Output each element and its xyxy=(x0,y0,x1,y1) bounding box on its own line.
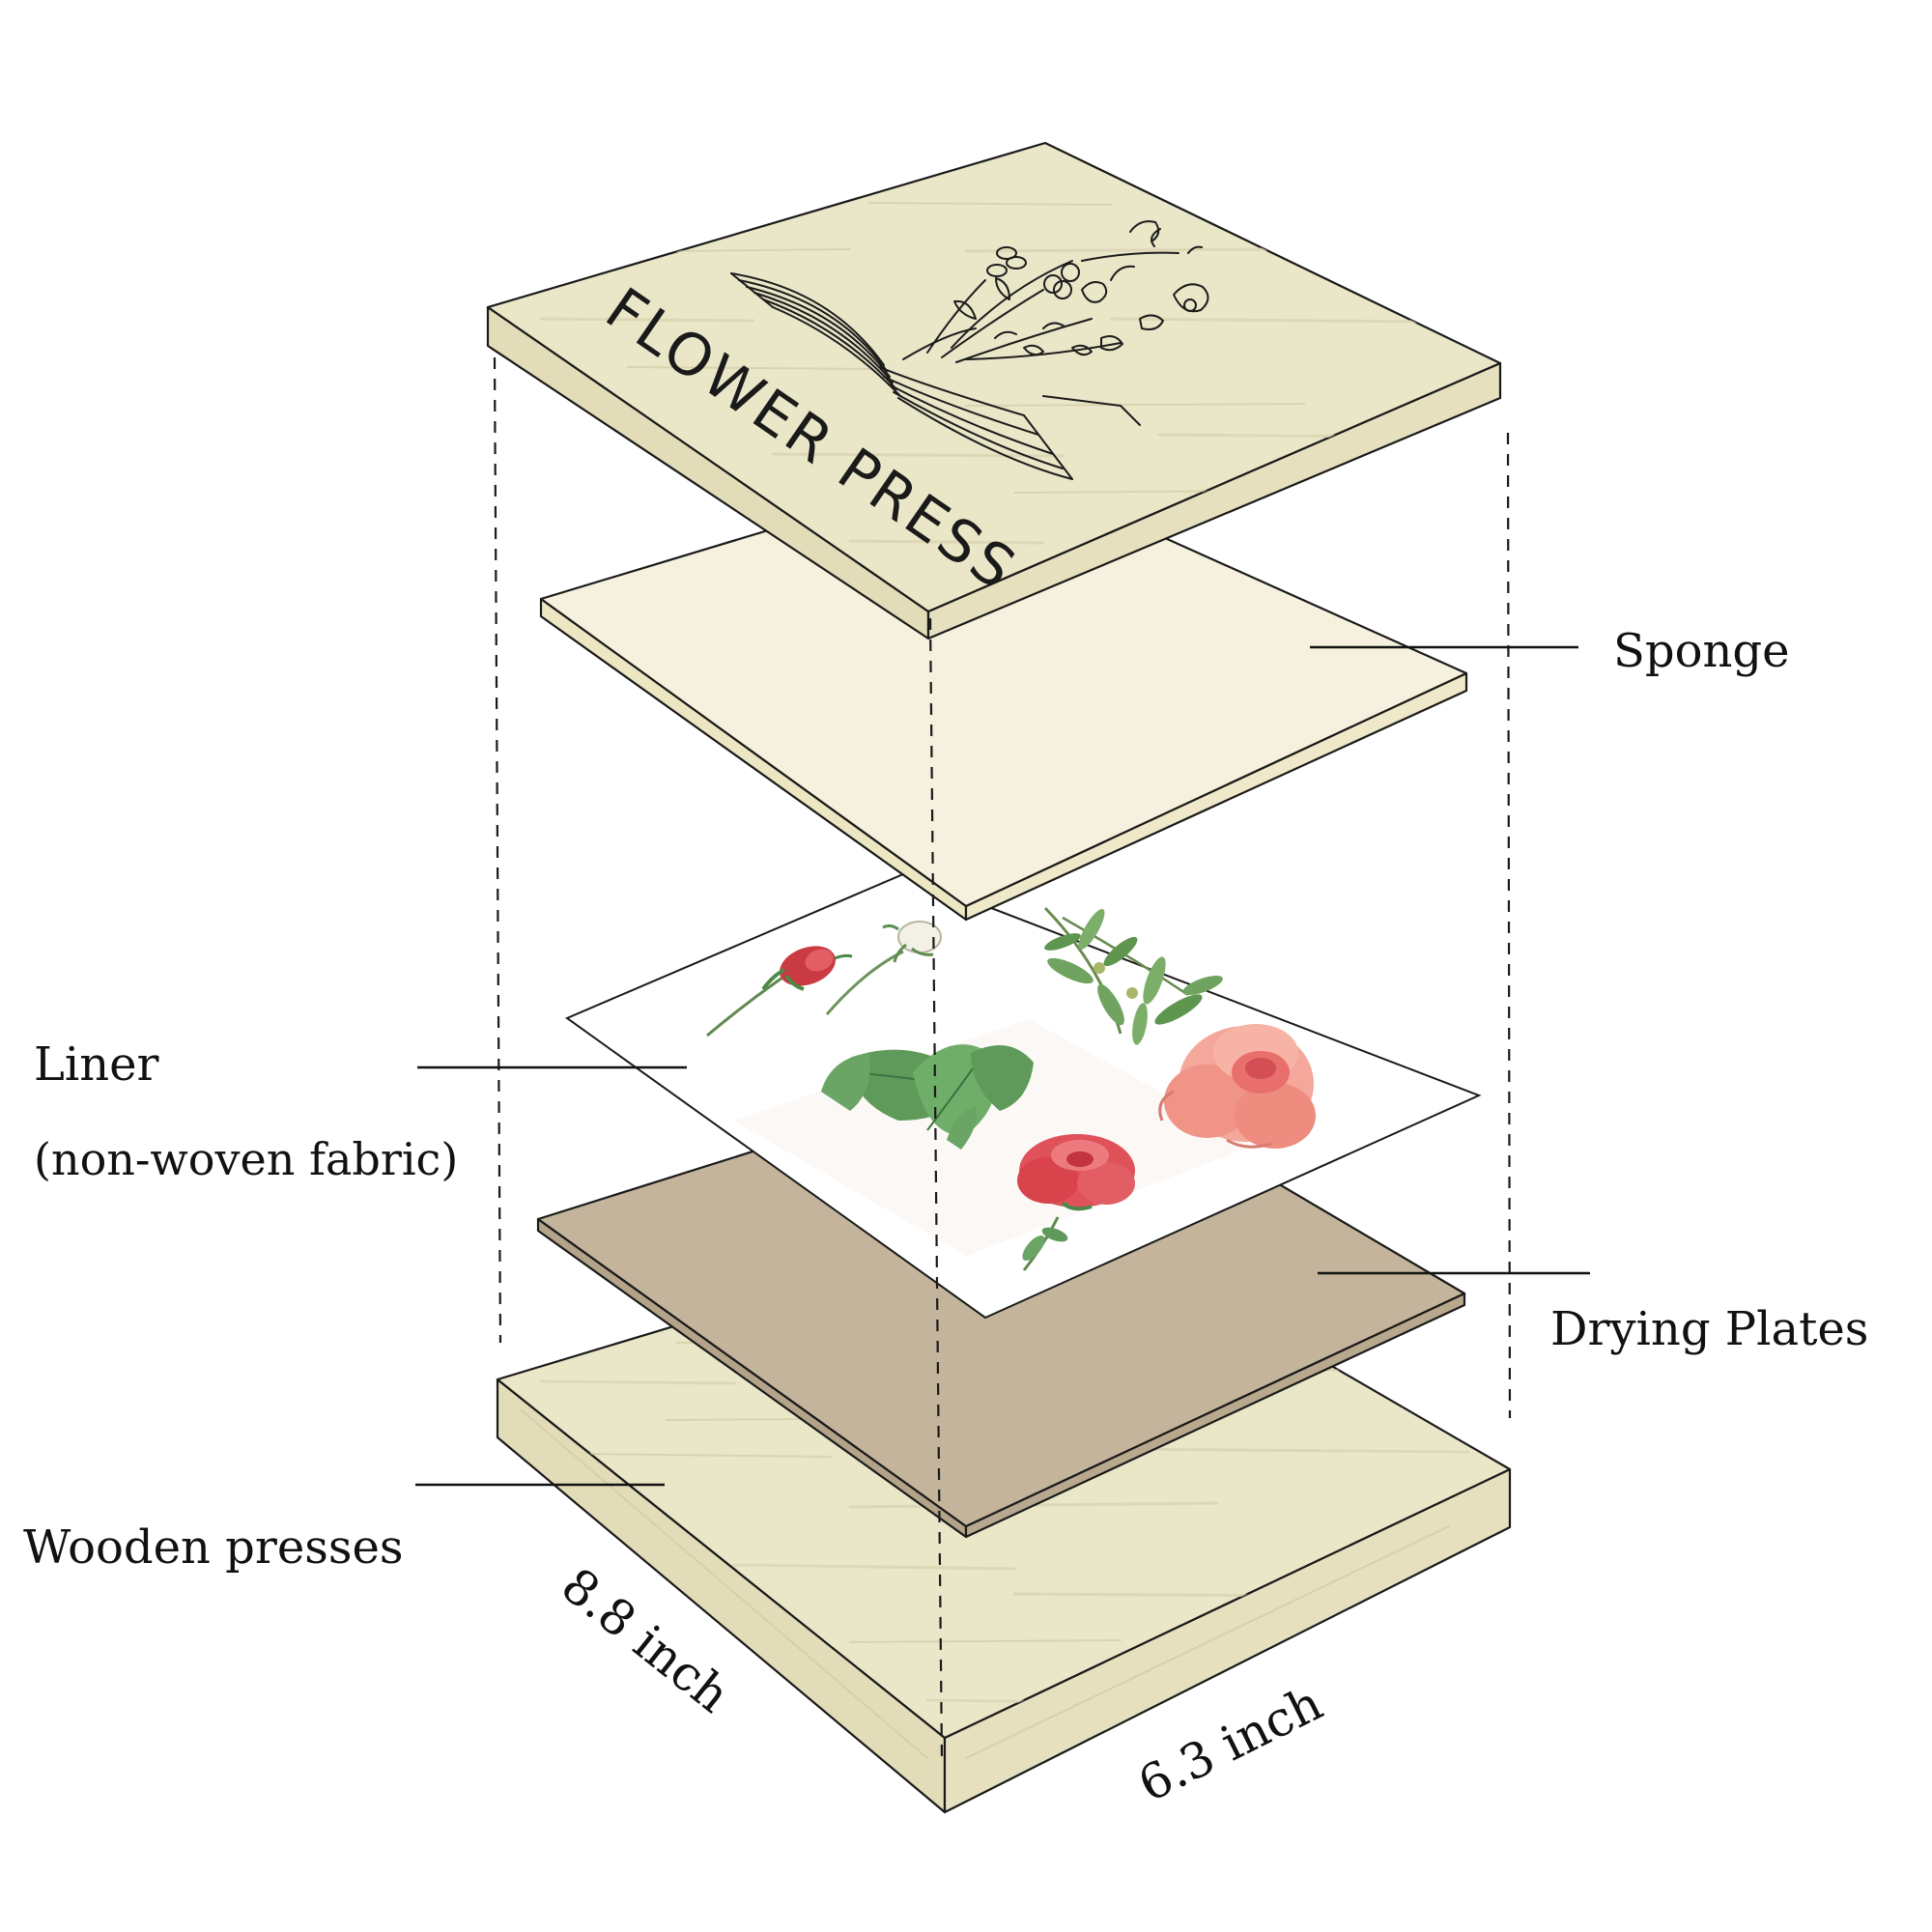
leader-lines xyxy=(415,645,1590,1487)
red-rose-icon xyxy=(1017,1134,1135,1271)
top-board-wood-grain xyxy=(539,202,1432,545)
top-board-top-face xyxy=(486,141,1502,613)
liner-sublabel: (non-woven fabric) xyxy=(34,1133,458,1185)
liner-sheet xyxy=(564,872,1482,1320)
sponge-layer xyxy=(539,460,1468,922)
guide-right xyxy=(1506,432,1512,1419)
drying-plates-label: Drying Plates xyxy=(1550,1302,1868,1356)
wooden-presses-label: Wooden presses xyxy=(23,1520,404,1575)
alignment-guides xyxy=(493,356,1512,1759)
bottom-board-side-grain xyxy=(521,1409,1450,1759)
guide-left xyxy=(493,356,502,1344)
red-rosebud-icon xyxy=(706,946,853,1037)
pink-rose-icon xyxy=(1158,1024,1316,1149)
top-wooden-board: FLOWER PRESS xyxy=(486,141,1502,640)
white-rosebud-icon xyxy=(825,921,942,1015)
olive-branch-icon xyxy=(1043,906,1223,1045)
sponge-label: Sponge xyxy=(1613,624,1790,678)
rose-leaves-icon xyxy=(821,1044,1034,1150)
liner-label: Liner xyxy=(34,1037,159,1092)
open-book-with-flowers-icon xyxy=(730,220,1209,480)
